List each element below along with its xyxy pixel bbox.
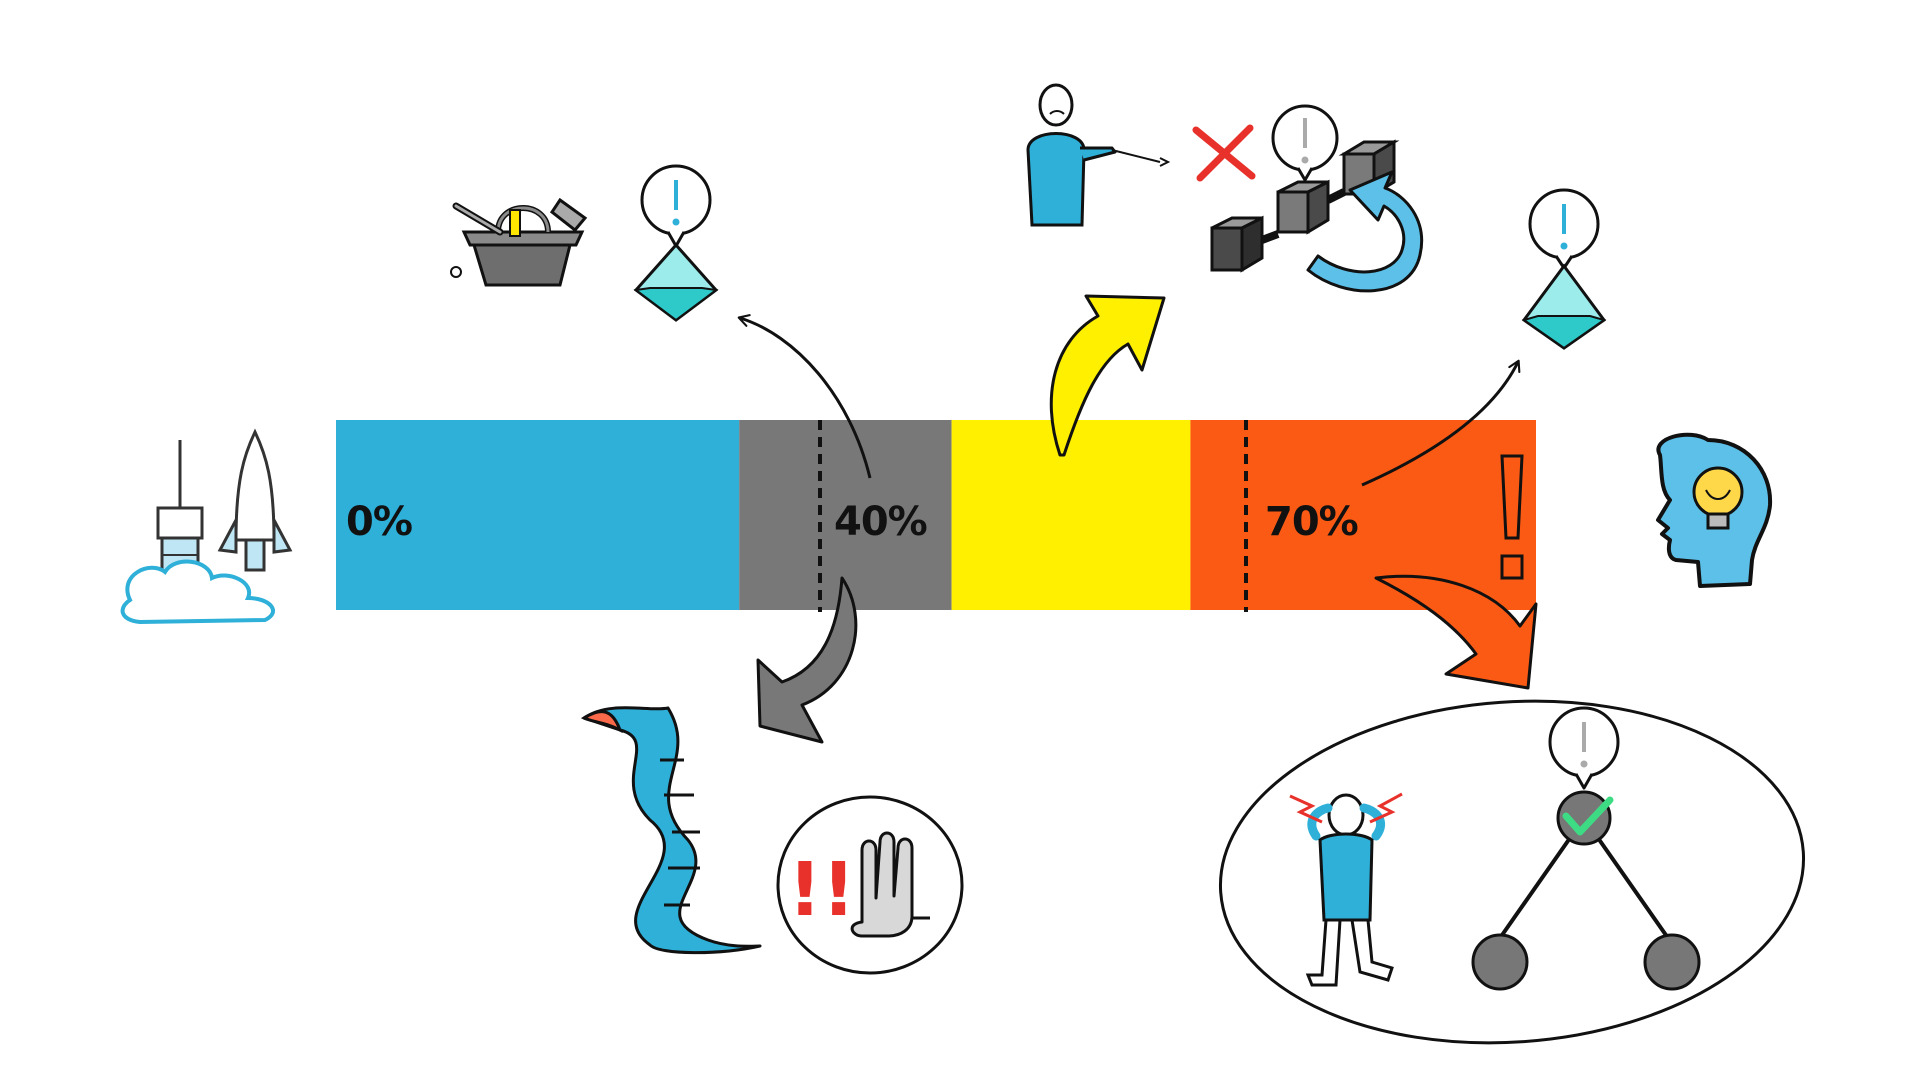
red-cross-icon	[1192, 124, 1256, 182]
decision-outcome-group	[1218, 699, 1806, 1045]
progress-bar: 0% 40% 70%	[336, 420, 1536, 612]
arrow-orange-down	[1374, 574, 1538, 690]
segment-gray	[739, 420, 952, 610]
segment-blue	[336, 420, 740, 610]
toolbox-icon	[450, 197, 588, 287]
blocks-chain-icon	[1210, 104, 1400, 273]
scroll-list-icon	[580, 706, 762, 955]
alert-exclamation-icon	[1500, 454, 1524, 580]
segment-orange	[1190, 420, 1536, 610]
lightbulb-head-icon	[1656, 432, 1773, 588]
arrow-70-to-crystal	[1361, 359, 1521, 487]
checkmark-icon	[1562, 796, 1614, 836]
segment-yellow	[951, 420, 1191, 610]
label-40-percent: 40%	[834, 499, 927, 545]
hand-warning-text: !!	[788, 847, 856, 933]
decision-tree-icon	[1471, 706, 1701, 991]
crystal-insight-icon-right	[1521, 188, 1607, 350]
crystal-insight-icon	[633, 164, 719, 322]
arrow-40-to-crystal	[737, 314, 872, 479]
arrow-gray-down	[756, 576, 858, 744]
loop-arrow-icon	[1306, 170, 1424, 293]
stressed-person-icon	[1289, 792, 1403, 987]
label-0-percent: 0%	[346, 499, 412, 545]
stop-hand-icon: !!	[776, 795, 964, 975]
rocket-launch-icon	[120, 428, 293, 625]
presenter-person-icon	[1026, 83, 1171, 227]
arrow-yellow-up	[1049, 294, 1166, 457]
label-70-percent: 70%	[1265, 499, 1358, 545]
